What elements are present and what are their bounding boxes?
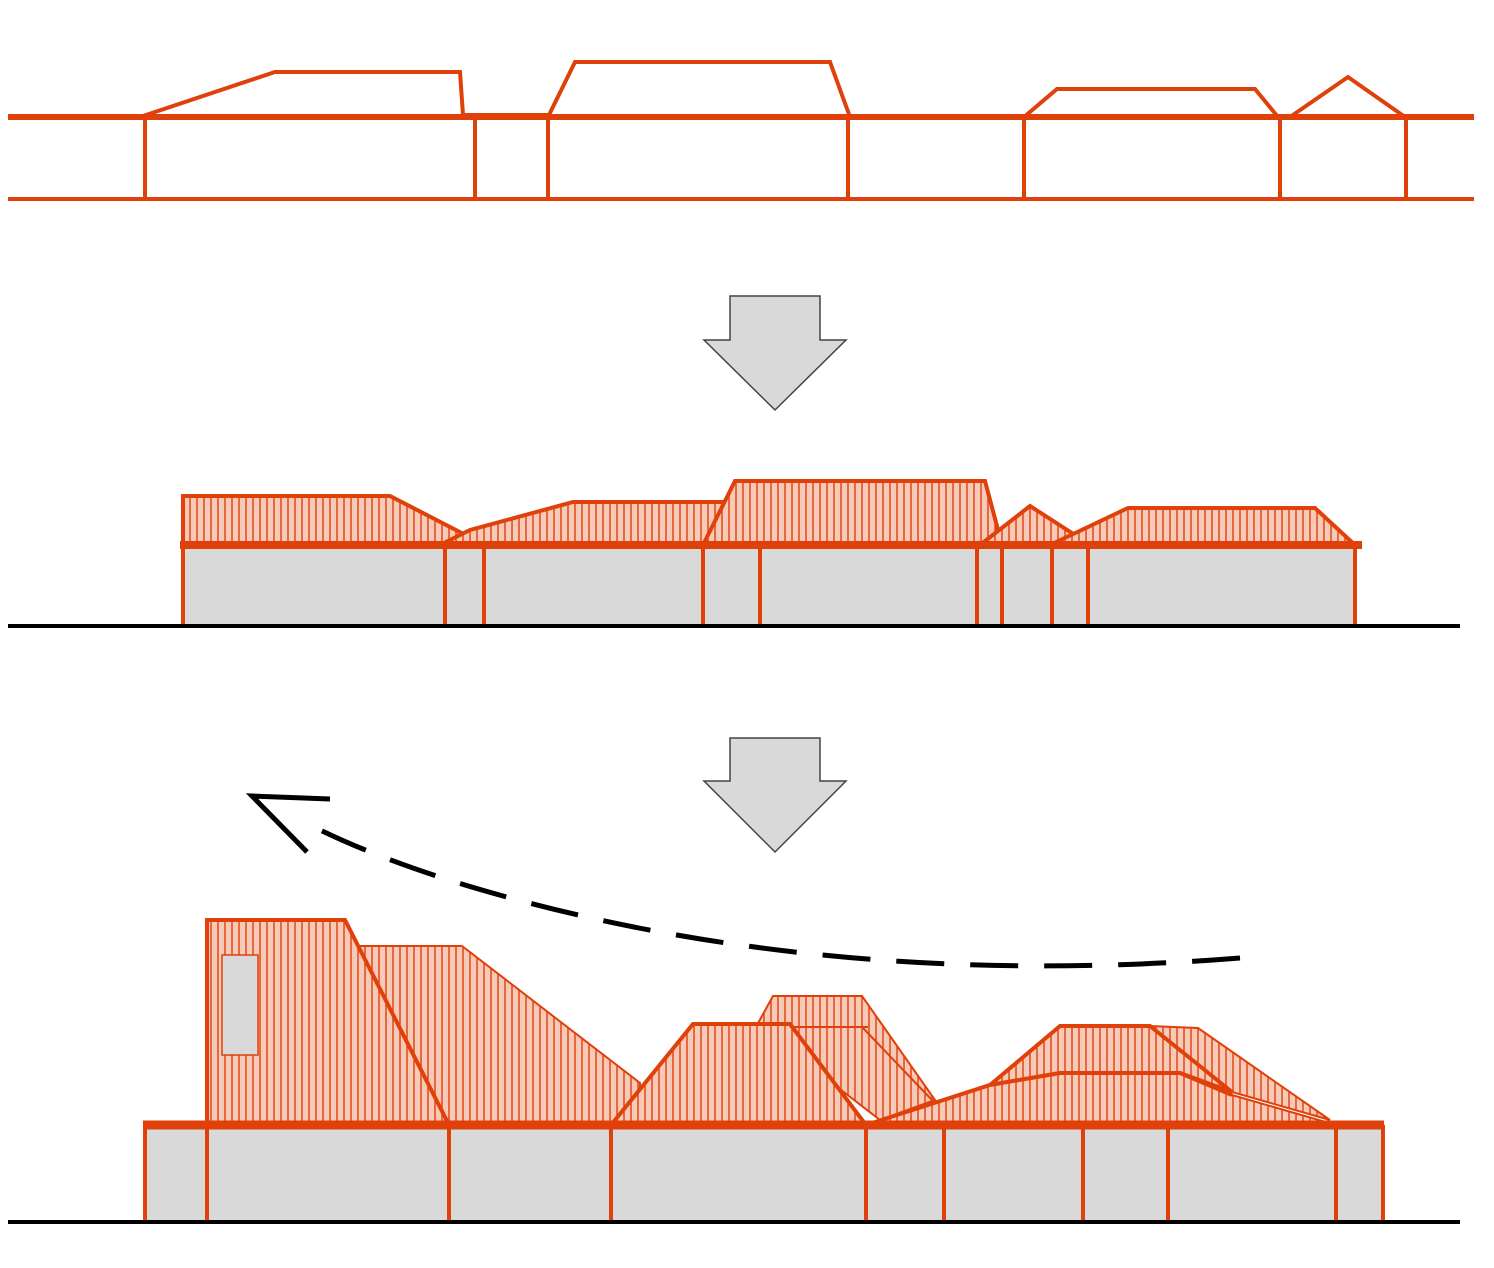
dashed-curved-arrow-icon	[245, 793, 1241, 969]
tower-window	[221, 954, 259, 1056]
stage-existing-streetscape	[8, 60, 1474, 201]
down-arrow-icon	[702, 295, 848, 412]
down-arrow-icon	[702, 737, 848, 854]
stage-raised-sculpted-roofscape	[8, 918, 1460, 1224]
stage-unified-roofscape	[8, 479, 1460, 628]
